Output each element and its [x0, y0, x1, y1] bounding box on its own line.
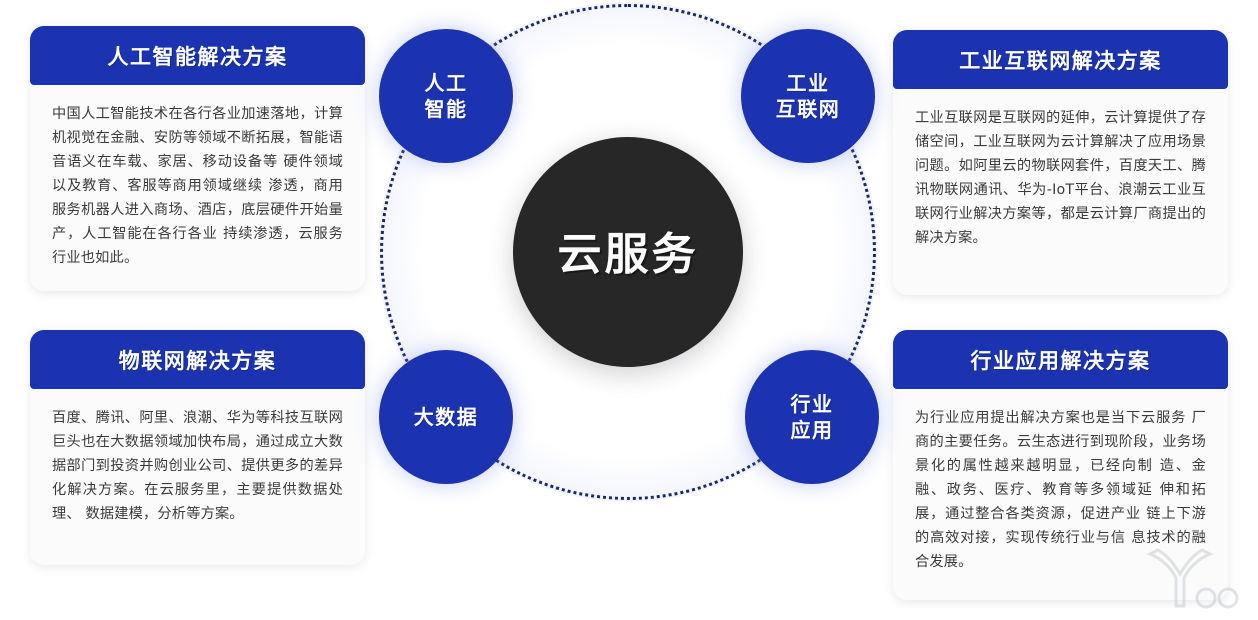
card-title: 行业应用解决方案 — [970, 348, 1151, 373]
node-label-line: 行业 — [790, 392, 834, 416]
card-title: 工业互联网解决方案 — [959, 48, 1162, 73]
card-title: 物联网解决方案 — [118, 348, 277, 373]
node-label-line: 大数据 — [413, 405, 479, 429]
card-header: 行业应用解决方案 — [893, 330, 1228, 389]
card-header: 物联网解决方案 — [30, 330, 365, 389]
node-label-line: 应用 — [790, 418, 834, 442]
card-body-text: 为行业应用提出解决方案也是当下云服务 厂商的主要任务。云生态进行到现阶段，业务场… — [915, 410, 1206, 570]
node-industrial-internet[interactable]: 工业 互联网 — [741, 29, 875, 163]
node-big-data[interactable]: 大数据 — [379, 350, 513, 484]
card-header: 工业互联网解决方案 — [893, 30, 1228, 89]
node-artificial-intelligence[interactable]: 人工 智能 — [379, 29, 513, 163]
card-body-text: 百度、腾讯、阿里、浪潮、华为等科技互联网巨头也在大数据领域加快布局，通过成立大数… — [52, 410, 343, 522]
node-label-line: 互联网 — [775, 97, 841, 121]
card-industry-solution[interactable]: 行业应用解决方案 为行业应用提出解决方案也是当下云服务 厂商的主要任务。云生态进… — [893, 330, 1228, 600]
card-header: 人工智能解决方案 — [30, 26, 365, 85]
center-hub-label: 云服务 — [557, 229, 699, 280]
card-title: 人工智能解决方案 — [107, 44, 288, 69]
card-iiot-solution[interactable]: 工业互联网解决方案 工业互联网是互联网的延伸，云计算提供了存储空间，工业互联网为… — [893, 30, 1228, 295]
card-ai-solution[interactable]: 人工智能解决方案 中国人工智能技术在各行各业加速落地，计算机视觉在金融、安防等领… — [30, 26, 365, 291]
node-industry-application[interactable]: 行业 应用 — [745, 350, 879, 484]
card-body-text: 中国人工智能技术在各行各业加速落地，计算机视觉在金融、安防等领域不断拓展，智能语… — [52, 106, 343, 266]
node-label-line: 人工 — [424, 71, 468, 95]
node-label-line: 工业 — [786, 71, 830, 95]
node-label-line: 智能 — [424, 97, 468, 121]
card-iot-solution[interactable]: 物联网解决方案 百度、腾讯、阿里、浪潮、华为等科技互联网巨头也在大数据领域加快布… — [30, 330, 365, 565]
center-hub-cloud-service[interactable]: 云服务 — [513, 137, 743, 367]
card-body-text: 工业互联网是互联网的延伸，云计算提供了存储空间，工业互联网为云计算解决了应用场景… — [915, 110, 1206, 246]
